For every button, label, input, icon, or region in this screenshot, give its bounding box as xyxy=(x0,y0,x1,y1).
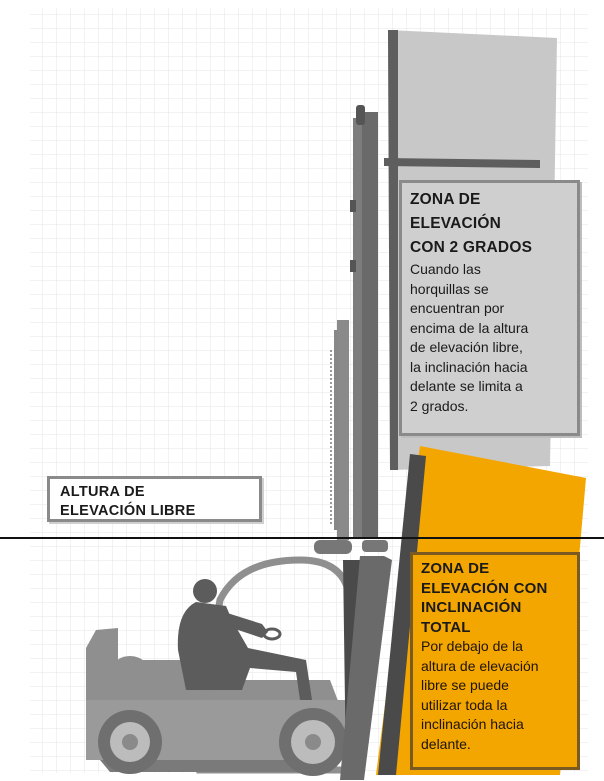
zone-full-tilt-text-line: inclinación hacia xyxy=(421,716,524,732)
zone-two-degree-text-line: encima de la altura xyxy=(410,319,529,336)
zone-two-degree-text-line: encuentran por xyxy=(410,300,505,316)
zone-two-degree-text-line: horquillas se xyxy=(410,280,489,297)
zone-two-degree-title-line: ZONA DE xyxy=(410,191,481,208)
forklift-silhouette-icon xyxy=(86,540,392,780)
zone-full-tilt-text-line: Por debajo de la xyxy=(421,638,523,654)
free-lift-title-line: ALTURA DE xyxy=(60,484,145,500)
zone-full-tilt-title-line: TOTAL xyxy=(421,618,471,636)
zone-two-degree-text-line: Cuando las xyxy=(410,261,481,277)
zone-full-tilt-text-line: libre se puede xyxy=(421,677,509,693)
free-lift-title-line: ELEVACIÓN LIBRE xyxy=(60,503,196,519)
operator-silhouette-icon xyxy=(177,579,312,700)
zone-two-degree-title-line: ELEVACIÓN xyxy=(410,215,502,232)
zone-two-degree-box: ZONA DE ELEVACIÓN CON 2 GRADOS Cuando la… xyxy=(399,180,580,436)
zone-full-tilt-title-line: INCLINACIÓN xyxy=(421,599,522,616)
free-lift-height-box: ALTURA DE ELEVACIÓN LIBRE xyxy=(47,476,262,522)
zone-full-tilt-box: ZONA DE ELEVACIÓN CON INCLINACIÓN TOTAL … xyxy=(410,552,580,770)
zone-two-degree-text-line: de elevación libre, xyxy=(410,339,523,355)
zone-full-tilt-text-line: delante. xyxy=(421,735,471,752)
zone-two-degree-text-line: delante se limita a xyxy=(410,378,523,394)
zone-two-degree-text-line: la inclinación hacia xyxy=(410,358,528,375)
zone-full-tilt-text-line: altura de elevación xyxy=(421,657,539,674)
zone-full-tilt-title-line: ELEVACIÓN CON xyxy=(421,579,548,597)
zone-two-degree-title-line: CON 2 GRADOS xyxy=(410,239,533,256)
zone-full-tilt-text-line: utilizar toda la xyxy=(421,696,508,713)
zone-two-degree-text-line: 2 grados. xyxy=(410,397,469,414)
mast-raised xyxy=(330,105,378,540)
zone-full-tilt-title-line: ZONA DE xyxy=(421,560,490,577)
